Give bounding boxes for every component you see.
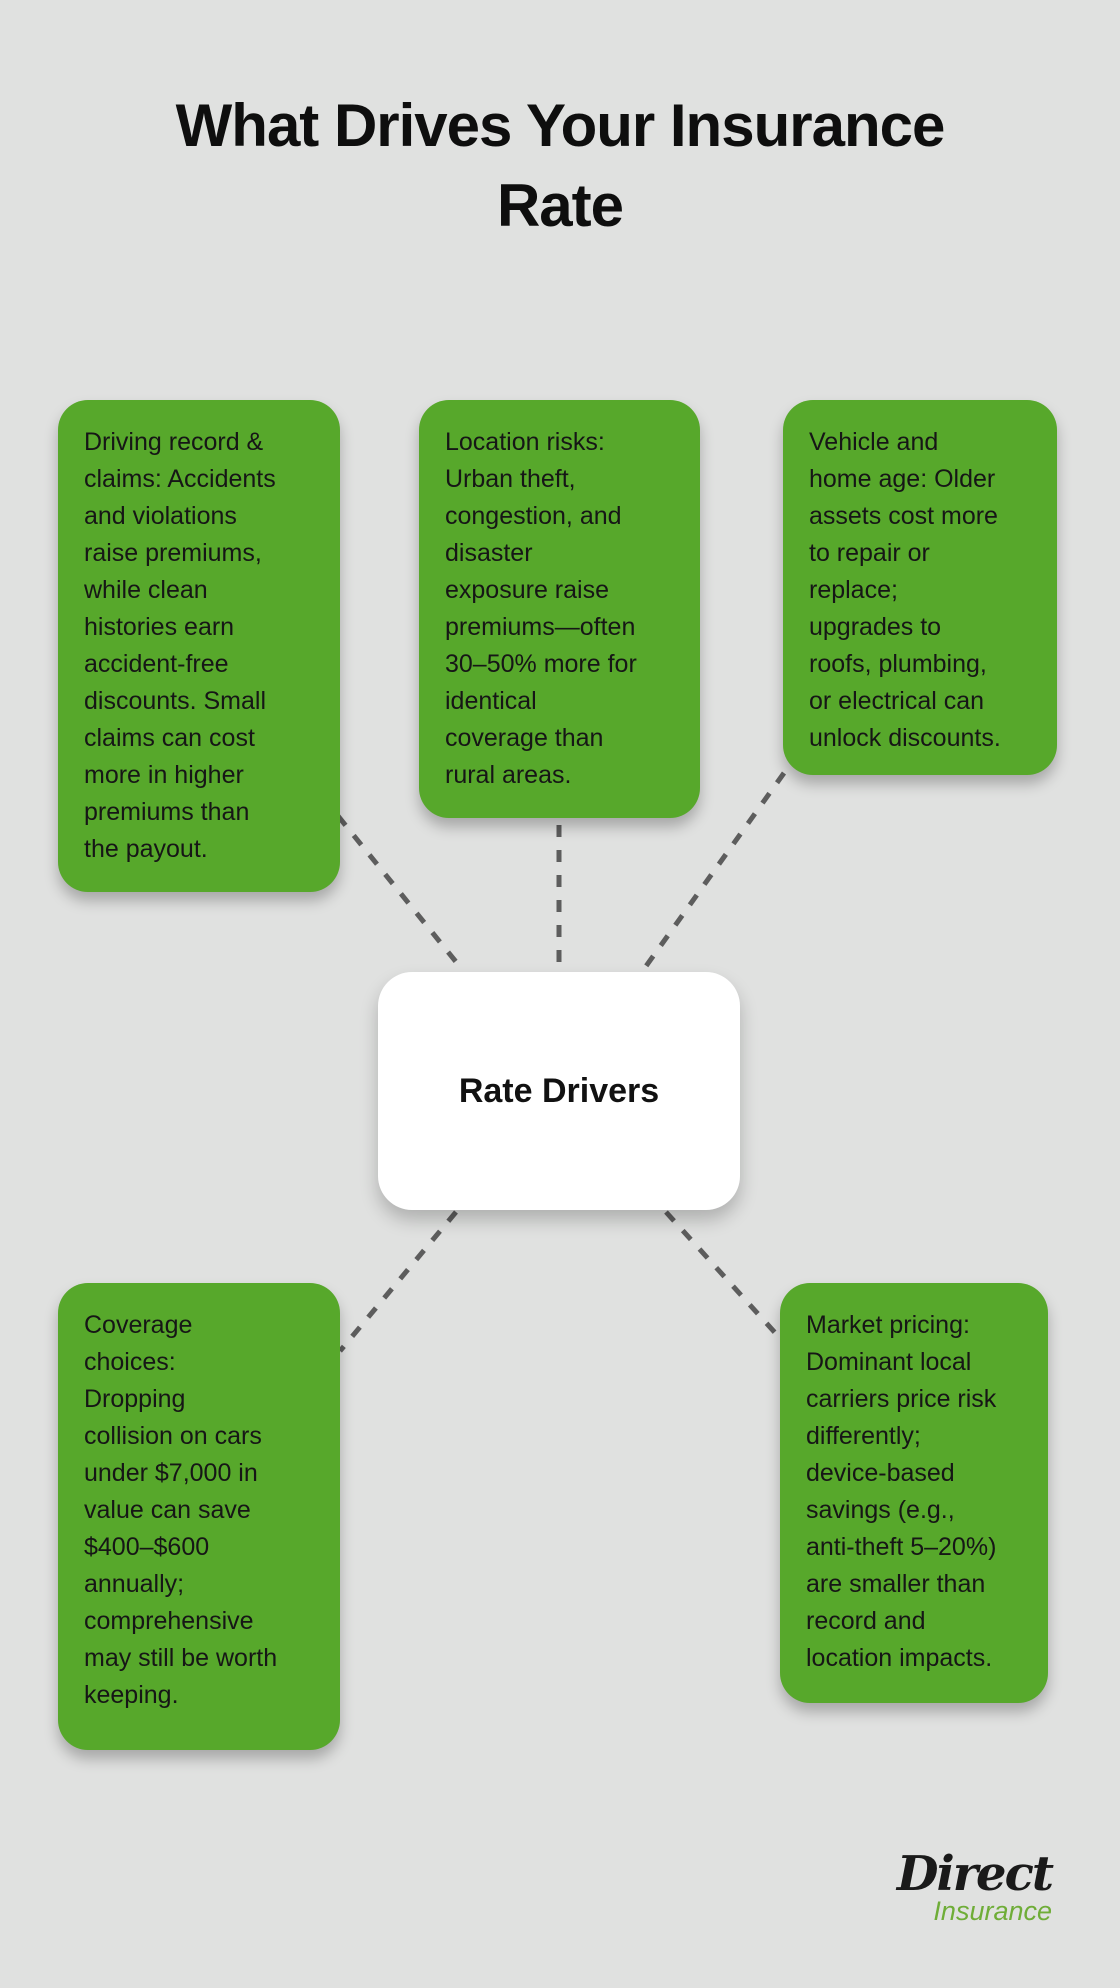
factor-card-coverage-choices: Coverage choices: Dropping collision on … — [58, 1283, 340, 1750]
center-node-label: Rate Drivers — [458, 1071, 660, 1110]
center-node: Rate Drivers — [378, 972, 740, 1210]
factor-card-driving-record: Driving record & claims: Accidents and v… — [58, 400, 340, 892]
connector-vehicle-home-age — [641, 771, 787, 971]
factor-text-location-risks: Location risks: Urban theft, congestion,… — [445, 428, 637, 789]
page-title: What Drives Your Insurance Rate — [175, 92, 946, 239]
connector-market-pricing — [664, 1210, 780, 1338]
brand-logo: Direct Insurance — [896, 1846, 1054, 1926]
factor-card-location-risks: Location risks: Urban theft, congestion,… — [419, 400, 700, 818]
factor-text-coverage-choices: Coverage choices: Dropping collision on … — [84, 1311, 278, 1709]
connector-coverage-choices — [338, 1210, 458, 1353]
factor-text-market-pricing: Market pricing: Dominant local carriers … — [806, 1311, 997, 1672]
factor-card-market-pricing: Market pricing: Dominant local carriers … — [780, 1283, 1048, 1703]
factor-card-vehicle-home-age: Vehicle and home age: Older assets cost … — [783, 400, 1057, 775]
logo-tagline: Insurance — [933, 1896, 1052, 1926]
factor-text-driving-record: Driving record & claims: Accidents and v… — [84, 428, 276, 863]
logo-brand-name: Direct — [896, 1846, 1054, 1902]
connector-driving-record — [336, 814, 463, 970]
factor-text-vehicle-home-age: Vehicle and home age: Older assets cost … — [809, 428, 1001, 752]
